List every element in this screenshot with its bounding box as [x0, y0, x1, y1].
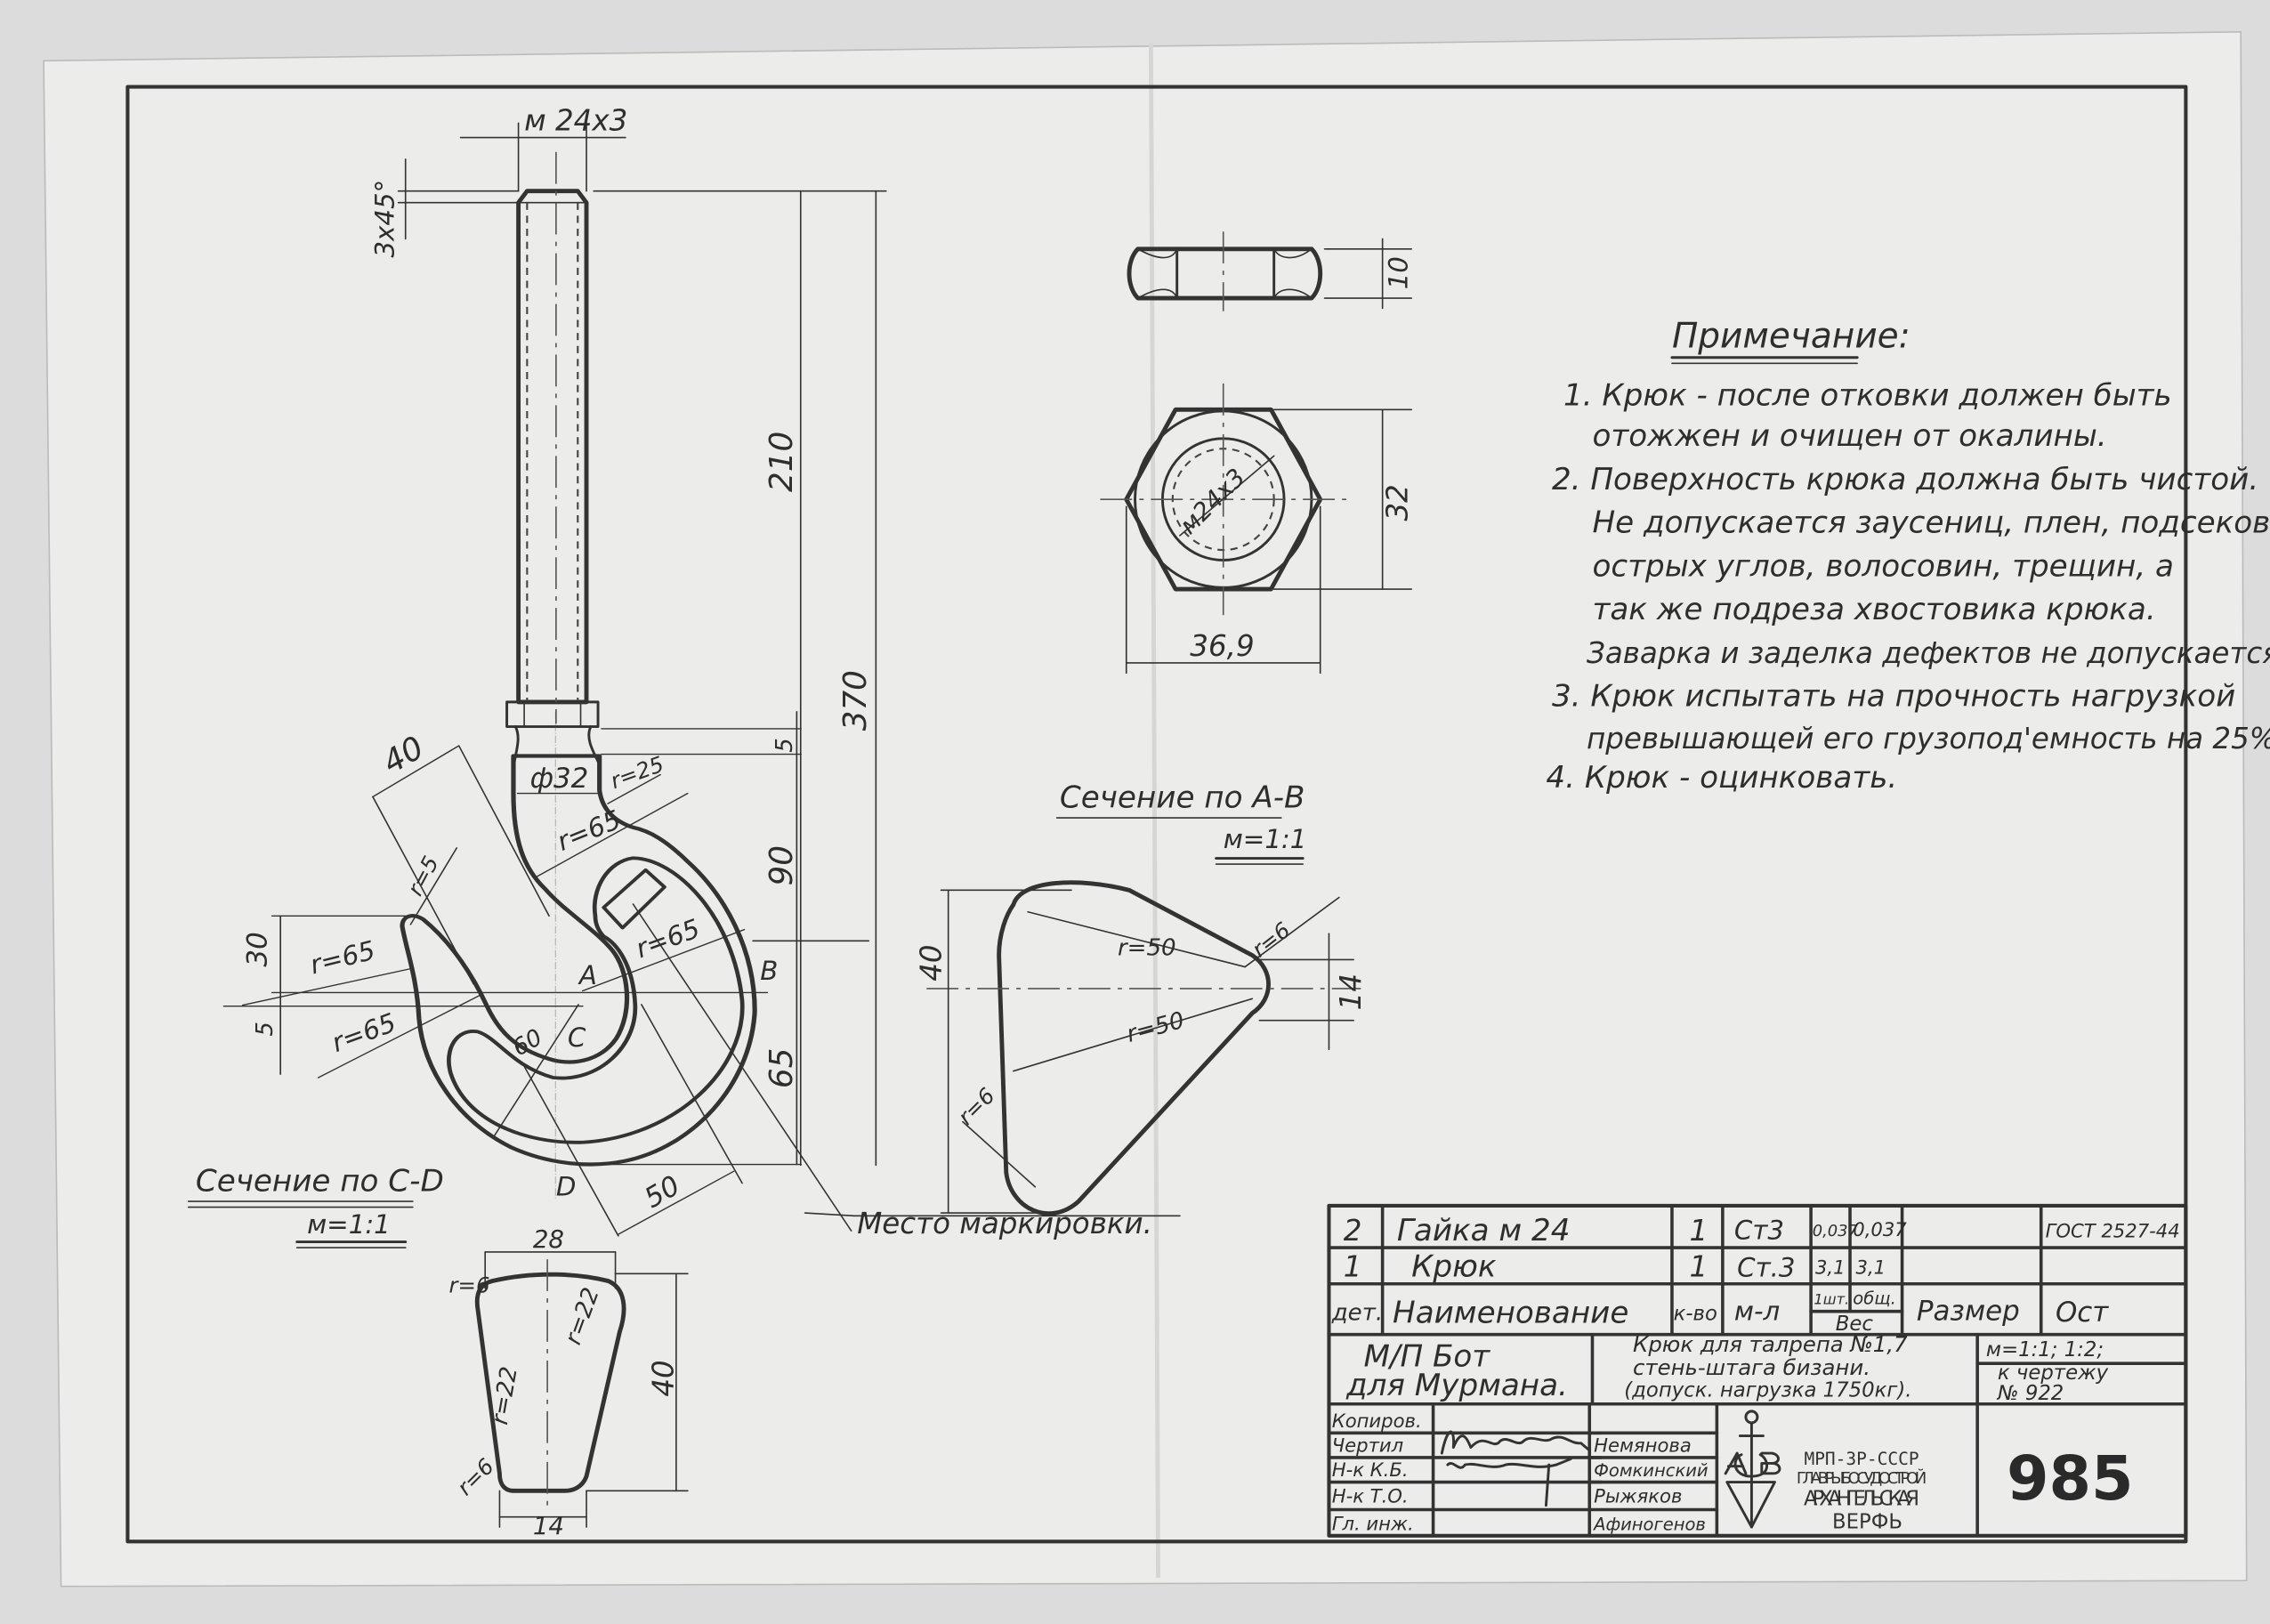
- header-weight: Вес: [1836, 1313, 1874, 1336]
- header-weight-total: общ.: [1853, 1289, 1896, 1309]
- header-no: дет.: [1331, 1299, 1383, 1326]
- note-line: 4. Крюк - оцинковать.: [1546, 760, 1897, 796]
- section-cd-title: Сечение по С-D: [196, 1164, 444, 1200]
- role-label: Гл. инж.: [1332, 1512, 1414, 1534]
- dim-thread: м 24х3: [524, 103, 627, 137]
- nut-dim-32: 32: [1380, 484, 1414, 521]
- role-label: Чертил: [1332, 1434, 1403, 1456]
- staff-name: Афиногенов: [1592, 1514, 1706, 1534]
- point-c: С: [568, 1022, 586, 1053]
- organization: МРП-ЗР-СССР: [1804, 1449, 1919, 1469]
- part-material: Ст.3: [1737, 1253, 1795, 1283]
- part-name: Гайка м 24: [1397, 1213, 1571, 1248]
- header-material: м-л: [1734, 1296, 1780, 1326]
- role-label: Копиров.: [1332, 1410, 1422, 1432]
- part-weight-unit: 3,1: [1815, 1256, 1846, 1278]
- note-line: острых углов, волосовин, трещин, а: [1592, 548, 2173, 584]
- dim-90: 90: [763, 845, 800, 886]
- part-material: Ст3: [1734, 1215, 1784, 1245]
- notes: Примечание: 1. Крюк - после отковки долж…: [1546, 316, 2270, 795]
- part-no: 1: [1344, 1250, 1362, 1284]
- header-weight-unit: 1шт.: [1814, 1291, 1849, 1308]
- organization: АРХАНГЕЛЬСКАЯ: [1804, 1488, 1919, 1511]
- note-line: 3. Крюк испытать на прочность нагрузкой: [1552, 679, 2235, 715]
- marking-label: Место маркировки.: [857, 1207, 1152, 1240]
- part-qty: 1: [1689, 1250, 1708, 1284]
- part-description: (допуск. нагрузка 1750кг).: [1624, 1379, 1911, 1402]
- point-a: А: [578, 960, 597, 990]
- parts-header: дет. Наименование к-во м-л 1шт. общ. Вес…: [1331, 1289, 2110, 1336]
- part-standard: ГОСТ 2527-44: [2046, 1220, 2180, 1242]
- section-ab-dim-40: 40: [915, 944, 949, 981]
- section-c-d: Сечение по С-D м=1:1 28 r=6 r=22 r=22 40…: [187, 1164, 689, 1540]
- staff-name: Фомкинский: [1594, 1460, 1708, 1481]
- sheet-number: 985: [2007, 1444, 2134, 1515]
- dim-5-lower: 5: [252, 1022, 279, 1037]
- organization: ВЕРФЬ: [1832, 1511, 1902, 1534]
- nut-dim-36-9: 36,9: [1190, 629, 1254, 663]
- signatures: [1440, 1430, 1591, 1507]
- title-block: 2 Гайка м 24 1 Ст3 0,037 0,037 ГОСТ 2527…: [1327, 1203, 2188, 1538]
- part-description: Крюк для талрепа №1,7: [1633, 1331, 1908, 1357]
- notes-title: Примечание:: [1672, 316, 1911, 356]
- ref-drawing-number: № 922: [1996, 1382, 2064, 1405]
- point-d: D: [556, 1172, 577, 1202]
- parts-row: 2 Гайка м 24 1 Ст3 0,037 0,037 ГОСТ 2527…: [1344, 1213, 2180, 1248]
- part-weight-unit: 0,037: [1813, 1222, 1859, 1240]
- marking-area: [602, 868, 666, 930]
- section-ab-dim-14: 14: [1334, 974, 1368, 1010]
- dim-5: 5: [771, 738, 798, 753]
- hook-body: [222, 711, 852, 1237]
- vessel-name: М/П Бот: [1363, 1338, 1490, 1374]
- organization: ГЛАВРЫБОСУДОСТРОЙ: [1797, 1468, 1927, 1488]
- dim-dia-32: ф32: [530, 763, 589, 795]
- nut-dim-10: 10: [1383, 256, 1413, 289]
- role-label: Н-к Т.О.: [1332, 1484, 1409, 1507]
- section-ab-title: Сечение по А-В: [1060, 780, 1305, 816]
- header-name: Наименование: [1393, 1296, 1628, 1331]
- staff-name: Немянова: [1594, 1434, 1692, 1456]
- dim-30: 30: [242, 932, 274, 966]
- role-label: Н-к К.Б.: [1332, 1458, 1409, 1481]
- header-size: Размер: [1917, 1295, 2020, 1327]
- section-cd-dim-28: 28: [533, 1224, 564, 1254]
- note-line: Не допускается заусениц, плен, подсеков,: [1592, 505, 2270, 541]
- ref-drawing: к чертежу: [1998, 1361, 2109, 1385]
- part-weight-total: 0,037: [1853, 1218, 1907, 1240]
- dim-chamfer: 3х45°: [370, 180, 400, 258]
- note-line: Заварка и заделка дефектов не допускаетс…: [1587, 636, 2270, 670]
- staff-name: Рыжяков: [1594, 1484, 1682, 1507]
- note-line: так же подреза хвостовика крюка.: [1592, 592, 2155, 627]
- part-no: 2: [1344, 1214, 1362, 1248]
- header-qty: к-во: [1674, 1302, 1717, 1325]
- section-cd-scale: м=1:1: [307, 1209, 391, 1240]
- note-line: 2. Поверхность крюка должна быть чистой.: [1552, 462, 2258, 497]
- part-weight-total: 3,1: [1856, 1256, 1886, 1278]
- point-b: В: [760, 956, 778, 986]
- section-cd-dim-40: 40: [647, 1360, 681, 1396]
- section-cd-r6-a: r=6: [449, 1273, 490, 1298]
- part-description: стень-штага бизани.: [1633, 1354, 1870, 1380]
- part-qty: 1: [1689, 1214, 1708, 1248]
- note-line: 1. Крюк - после отковки должен быть: [1563, 377, 2172, 413]
- header-standard: Ост: [2056, 1297, 2109, 1329]
- section-ab-scale: м=1:1: [1224, 824, 1307, 854]
- dim-210: 210: [763, 432, 800, 492]
- drawing-frame: [125, 85, 2188, 1544]
- drawing-scale: м=1:1; 1:2;: [1986, 1338, 2104, 1361]
- section-ab-r50-a: r=50: [1118, 935, 1176, 962]
- nut-side-view: [1127, 231, 1412, 311]
- paper-sheet: [43, 30, 2248, 1588]
- shipyard-logo: [1724, 1410, 1781, 1529]
- parts-row: 1 Крюк 1 Ст.3 3,1 3,1: [1344, 1249, 1886, 1285]
- vessel-purpose: для Мурмана.: [1345, 1368, 1568, 1403]
- part-name: Крюк: [1411, 1249, 1497, 1285]
- note-line: отожжен и очищен от окалины.: [1592, 418, 2106, 454]
- dim-370: 370: [837, 670, 874, 731]
- dim-65: 65: [763, 1048, 800, 1089]
- note-line: превышающей его грузопод'емность на 25%.: [1587, 722, 2270, 755]
- section-cd-dim-14: 14: [533, 1511, 564, 1540]
